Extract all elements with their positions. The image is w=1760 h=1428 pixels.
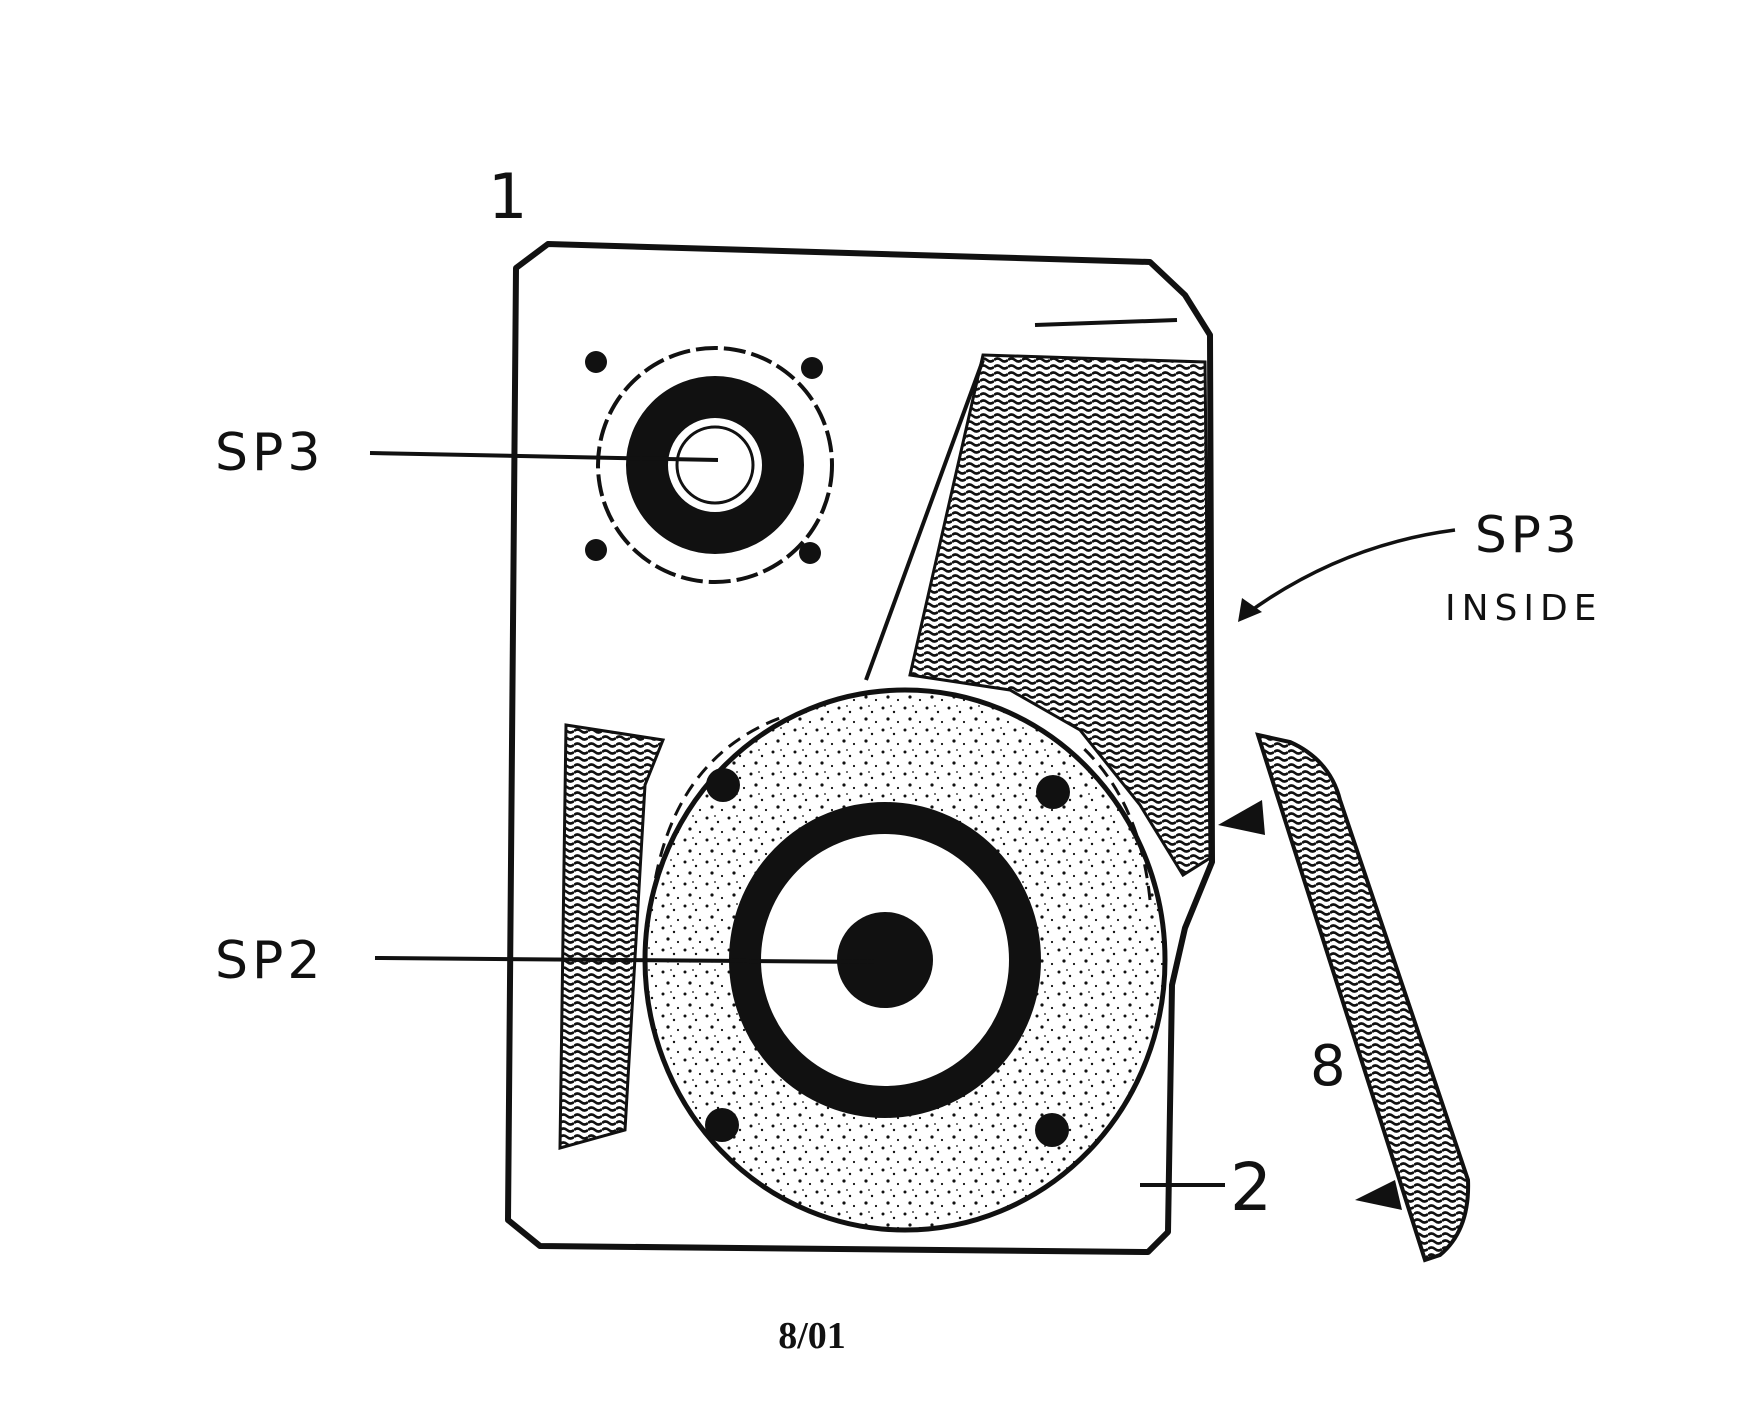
woofer-mount-hole-br: [1035, 1113, 1069, 1147]
left-vent-slot: [558, 723, 666, 1150]
upper-grille-panel: [908, 353, 1212, 878]
leader-sp3-front: [369, 451, 719, 462]
ref-label-8: 8: [1310, 1034, 1346, 1099]
page-number: 8/01: [778, 1315, 846, 1357]
woofer-mount-hole-tr: [1036, 775, 1070, 809]
ref-label-1: 1: [488, 160, 527, 233]
tweeter-mount-hole-tl: [585, 351, 607, 373]
tweeter-mount-hole-bl: [585, 539, 607, 561]
arrow-sp3-inside: [1243, 528, 1456, 617]
removable-grille-panel-8: [1218, 732, 1471, 1263]
tweeter-mount-hole-br: [799, 542, 821, 564]
label-inside: INSIDE: [1445, 588, 1602, 629]
label-sp3-front: SP3: [215, 423, 324, 483]
leader-sp2: [374, 956, 876, 964]
grille-slant-edge: [864, 359, 985, 681]
tweeter-sp3: [585, 346, 834, 584]
label-sp2: SP2: [215, 931, 324, 991]
cabinet-top-edge-line: [1034, 318, 1178, 327]
arrowhead-sp3-inside: [1238, 598, 1262, 622]
woofer-mount-hole-tl: [706, 768, 740, 802]
label-sp3-inside: SP3: [1475, 506, 1581, 564]
ref-label-2: 2: [1230, 1149, 1272, 1226]
woofer-mount-hole-bl: [705, 1108, 739, 1142]
tweeter-mount-hole-tr: [801, 357, 823, 379]
